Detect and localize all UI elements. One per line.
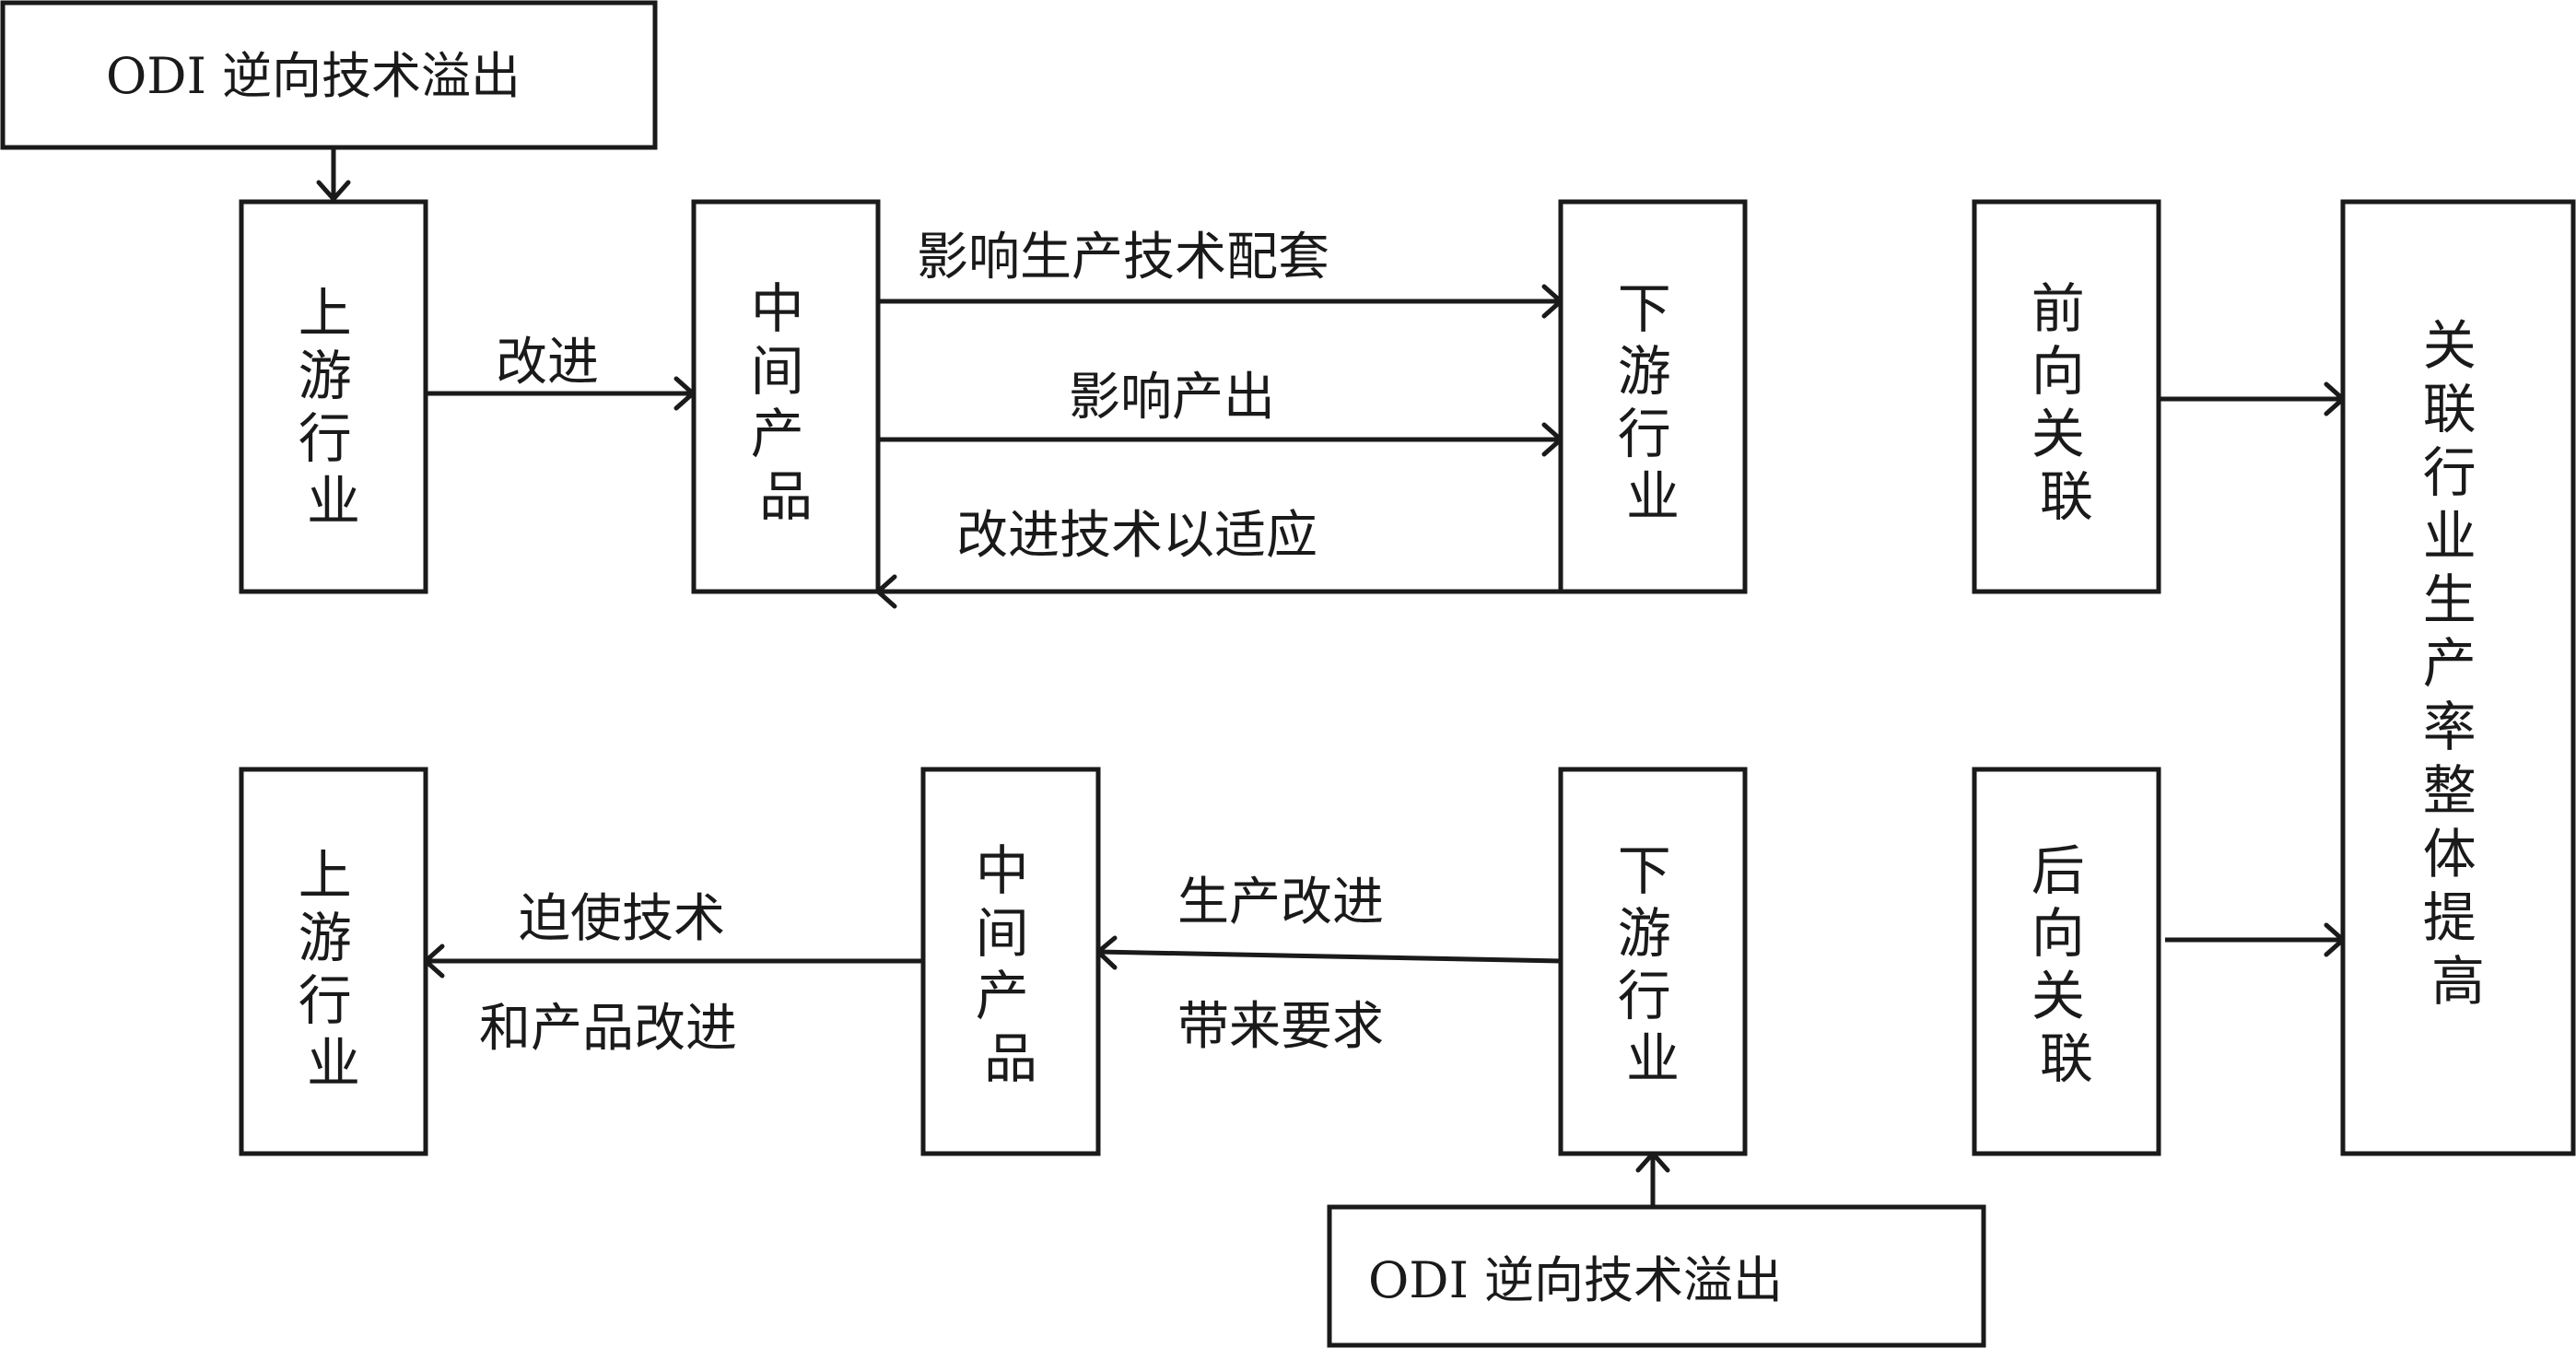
downstream-top-label: 下 游 行 业 [1618, 277, 1688, 528]
upstream-top-label: 上 游 行 业 [299, 282, 369, 533]
force-improve-label-1: 迫使技术 [519, 889, 725, 949]
upstream-bottom-node: 上 游 行 业 [239, 767, 428, 1156]
forward-linkage-label: 前 向 关 联 [2032, 277, 2102, 528]
odi-bottom-to-downstream-arrow [1635, 1151, 1670, 1207]
supporting-tech-arrow: 影响生产技术配套 [878, 228, 1563, 319]
odi-top-to-upstream-arrow [316, 147, 351, 202]
output-label: 影响产出 [1069, 368, 1275, 428]
upstream-top-node: 上 游 行 业 [239, 199, 428, 594]
adapt-arrow: 改进技术以适应 [875, 506, 1561, 609]
result-label: 关 联 行 业 生 产 率 整 体 提 高 [2423, 314, 2493, 1013]
supporting-tech-label: 影响生产技术配套 [917, 228, 1329, 287]
odi-top-label: ODI 逆向技术溢出 [106, 47, 521, 105]
upstream-bottom-label: 上 游 行 业 [299, 844, 369, 1095]
adapt-label: 改进技术以适应 [956, 506, 1317, 566]
demand-label-1: 生产改进 [1177, 873, 1384, 932]
upstream-top-char-3: 行 [299, 407, 352, 470]
backward-linkage-node: 后 向 关 联 [1972, 767, 2161, 1156]
result-node: 关 联 行 业 生 产 率 整 体 提 高 [2340, 199, 2576, 1156]
intermediate-bottom-label: 中 间 产 品 [976, 839, 1046, 1090]
backward-linkage-label: 后 向 关 联 [2032, 839, 2102, 1090]
downstream-top-node: 下 游 行 业 [1558, 199, 1748, 594]
backward-to-result-arrow [2165, 922, 2346, 957]
intermediate-top-node: 中 间 产 品 [691, 199, 881, 594]
demand-arrow: 生产改进 带来要求 [1095, 873, 1562, 1057]
intermediate-bottom-node: 中 间 产 品 [920, 767, 1101, 1156]
forward-to-result-arrow [2159, 381, 2346, 416]
intermediate-top-label: 中 间 产 品 [751, 277, 821, 528]
force-improve-label-2: 和产品改进 [479, 999, 737, 1059]
improve-label: 改进 [496, 333, 599, 393]
force-improve-arrow: 迫使技术 和产品改进 [423, 889, 923, 1059]
odi-top-node: ODI 逆向技术溢出 [0, 0, 658, 150]
upstream-top-char-2: 游 [299, 345, 352, 407]
downstream-bottom-label: 下 游 行 业 [1618, 839, 1688, 1090]
upstream-top-char-4: 业 [307, 470, 360, 533]
odi-bottom-label: ODI 逆向技术溢出 [1368, 1251, 1783, 1309]
improve-arrow: 改进 [426, 333, 696, 411]
demand-label-2: 带来要求 [1177, 997, 1384, 1057]
odi-bottom-node: ODI 逆向技术溢出 [1327, 1204, 1986, 1348]
output-arrow: 影响产出 [878, 368, 1563, 457]
forward-linkage-node: 前 向 关 联 [1972, 199, 2161, 594]
upstream-top-char-1: 上 [299, 282, 352, 345]
downstream-bottom-node: 下 游 行 业 [1558, 767, 1748, 1156]
